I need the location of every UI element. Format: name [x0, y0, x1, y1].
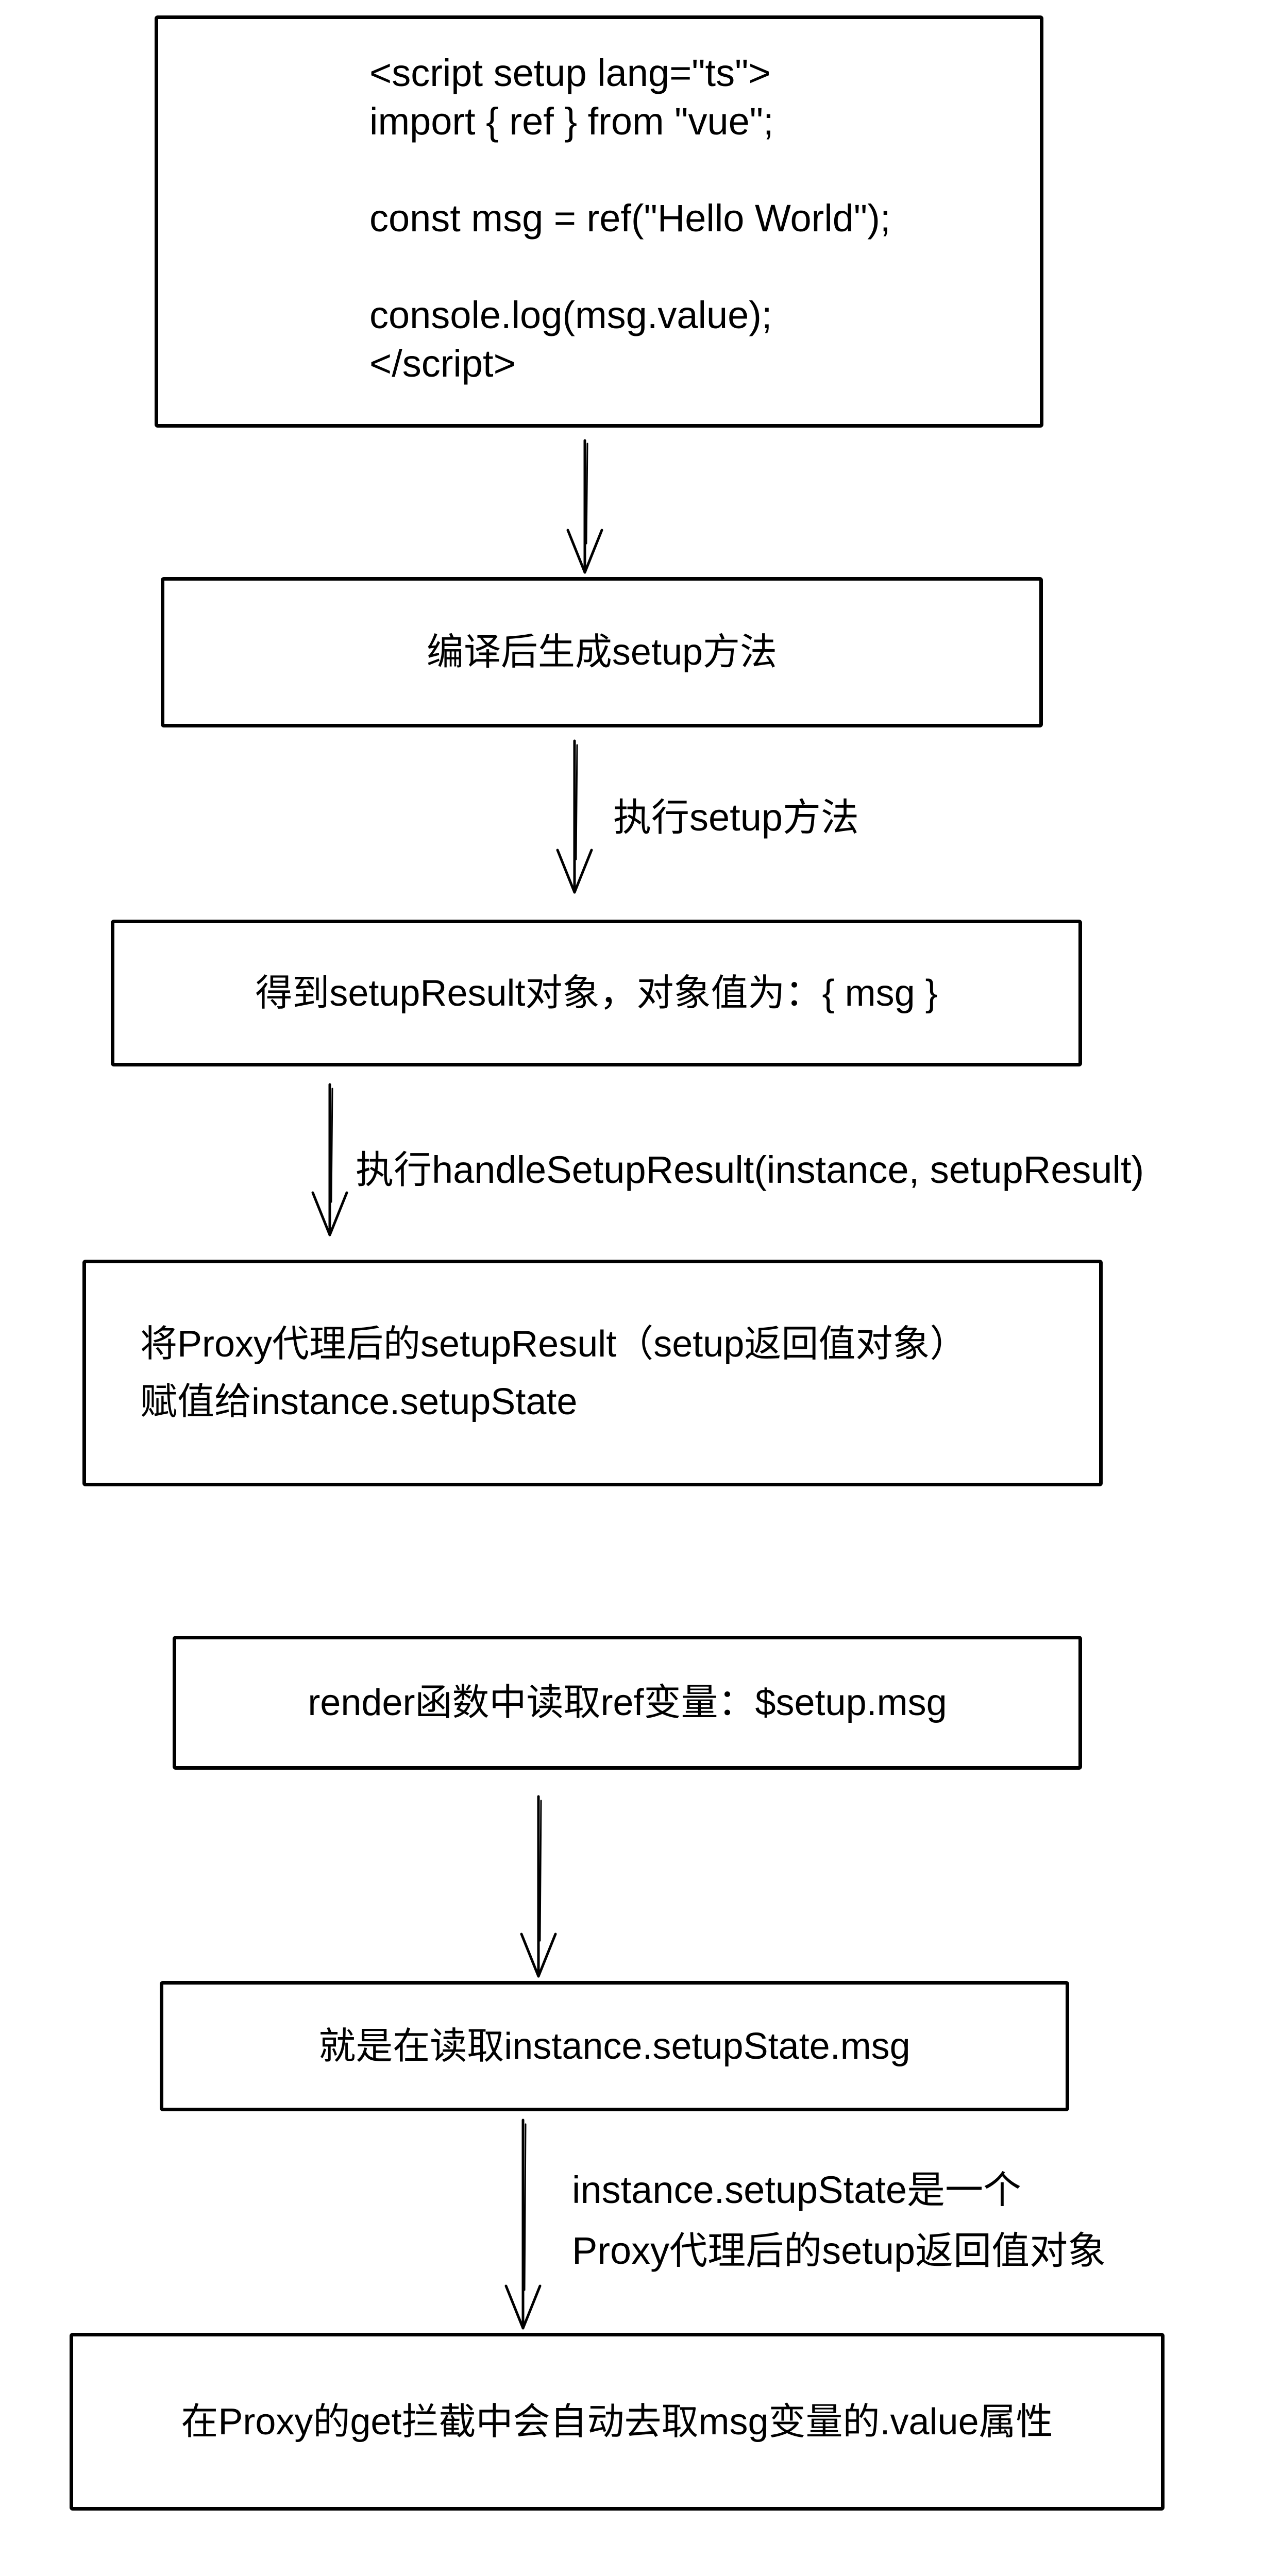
node-render-read-ref: render函数中读取ref变量：$setup.msg: [173, 1636, 1082, 1770]
arrowhead: [556, 849, 593, 894]
arrow-render-read-to-read-state: [520, 1795, 557, 1978]
arrow-line-sketch: [585, 443, 588, 545]
node-text: 就是在读取instance.setupState.msg: [318, 2025, 910, 2067]
node-compile-setup: 编译后生成setup方法: [161, 577, 1043, 727]
arrowhead: [504, 2284, 542, 2330]
node-text: render函数中读取ref变量：$setup.msg: [308, 1682, 947, 1723]
arrow-line-sketch: [539, 1800, 542, 1942]
node-setup-result: 得到setupResult对象，对象值为：{ msg }: [111, 920, 1082, 1066]
arrowhead: [566, 529, 603, 574]
node-source-code: <script setup lang="ts"> import { ref } …: [155, 15, 1043, 428]
arrow-read-to-proxy-get: [504, 2119, 542, 2330]
node-text: 将Proxy代理后的setupResult（setup返回值对象）: [140, 1324, 967, 1365]
code-line: const msg = ref("Hello World");: [369, 197, 891, 240]
node-assign-setup-state: 将Proxy代理后的setupResult（setup返回值对象） 赋值给ins…: [82, 1260, 1103, 1486]
edge-label-text: 执行handleSetupResult(instance, setupResul…: [356, 1148, 1144, 1191]
arrowhead: [520, 1933, 557, 1978]
node-text: 编译后生成setup方法: [426, 632, 778, 673]
node-proxy-get-intercept: 在Proxy的get拦截中会自动去取msg变量的.value属性: [70, 2333, 1165, 2511]
arrow-line-sketch: [330, 1088, 333, 1203]
arrow-handle-setup-result: [311, 1083, 348, 1236]
edge-label-proxy-get-note: instance.setupState是一个 Proxy代理后的setup返回值…: [572, 2160, 1106, 2281]
edge-label-handle-setup-result: 执行handleSetupResult(instance, setupResul…: [356, 1140, 1144, 1200]
node-text: 在Proxy的get拦截中会自动去取msg变量的.value属性: [181, 2401, 1053, 2443]
arrow-code-to-compile: [566, 439, 603, 574]
node-text: 得到setupResult对象，对象值为：{ msg }: [255, 972, 938, 1014]
code-line: import { ref } from "vue";: [369, 100, 774, 143]
edge-label-text: instance.setupState是一个: [572, 2168, 1021, 2211]
edge-label-run-setup: 执行setup方法: [613, 787, 859, 848]
code-line: </script>: [369, 342, 516, 385]
arrow-run-setup: [556, 739, 593, 894]
edge-label-text: 执行setup方法: [613, 796, 859, 839]
arrow-line-sketch: [524, 2123, 527, 2291]
arrowhead: [311, 1191, 348, 1236]
node-read-setup-state: 就是在读取instance.setupState.msg: [160, 1981, 1069, 2111]
arrow-line-sketch: [575, 744, 578, 860]
edge-label-text: Proxy代理后的setup返回值对象: [572, 2229, 1106, 2272]
code-line: <script setup lang="ts">: [369, 52, 771, 94]
code-line: console.log(msg.value);: [369, 294, 772, 336]
node-text: 赋值给instance.setupState: [140, 1381, 578, 1422]
